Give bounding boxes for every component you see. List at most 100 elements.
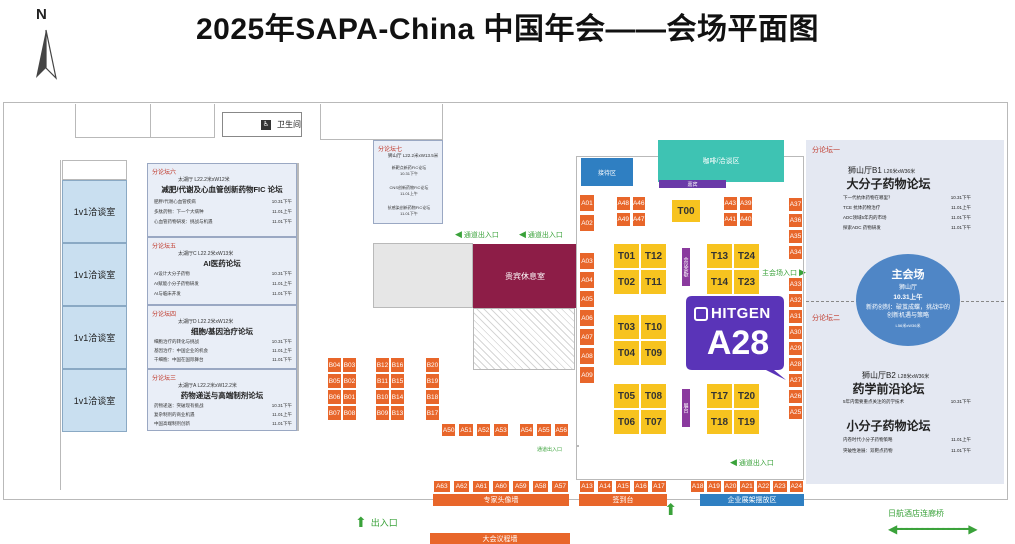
booth-A62[interactable]: A62 xyxy=(452,480,471,493)
booth-T18[interactable]: T18 xyxy=(706,409,733,435)
booth-A04[interactable]: A04 xyxy=(579,271,595,289)
booth-A21[interactable]: A21 xyxy=(739,480,755,493)
booth-A43[interactable]: A43 xyxy=(723,196,738,211)
booth-B16[interactable]: B16 xyxy=(390,357,405,373)
booth-A03[interactable]: A03 xyxy=(579,252,595,270)
booth-A29[interactable]: A29 xyxy=(788,341,803,356)
booth-B19[interactable]: B19 xyxy=(425,373,440,389)
sign-in-desk[interactable]: 签到台 xyxy=(579,494,667,506)
hotel-bridge[interactable]: 日航酒店连廊桥 xyxy=(888,509,944,518)
booth-B11[interactable]: B11 xyxy=(375,373,390,389)
booth-T24[interactable]: T24 xyxy=(733,243,760,269)
booth-A28[interactable]: A28 xyxy=(788,357,803,372)
booth-B18[interactable]: B18 xyxy=(425,389,440,405)
booth-A26[interactable]: A26 xyxy=(788,389,803,404)
booth-B17[interactable]: B17 xyxy=(425,405,440,421)
booth-B13[interactable]: B13 xyxy=(390,405,405,421)
booth-A30[interactable]: A30 xyxy=(788,325,803,340)
booth-B03[interactable]: B03 xyxy=(342,357,357,373)
booth-B06[interactable]: B06 xyxy=(327,389,342,405)
booth-A09[interactable]: A09 xyxy=(579,366,595,384)
booth-B05[interactable]: B05 xyxy=(327,373,342,389)
booth-T12[interactable]: T12 xyxy=(640,243,667,269)
booth-A58[interactable]: A58 xyxy=(531,480,550,493)
booth-A37[interactable]: A37 xyxy=(788,197,803,212)
booth-A15[interactable]: A15 xyxy=(615,480,631,493)
booth-A31[interactable]: A31 xyxy=(788,309,803,324)
booth-T04[interactable]: T04 xyxy=(613,340,640,366)
booth-A14[interactable]: A14 xyxy=(597,480,613,493)
booth-T00[interactable]: T00 xyxy=(671,199,701,223)
booth-A27[interactable]: A27 xyxy=(788,373,803,388)
booth-A54[interactable]: A54 xyxy=(518,423,535,437)
booth-T01[interactable]: T01 xyxy=(613,243,640,269)
booth-T10[interactable]: T10 xyxy=(640,314,667,340)
booth-A25[interactable]: A25 xyxy=(788,405,803,420)
booth-B09[interactable]: B09 xyxy=(375,405,390,421)
booth-T05[interactable]: T05 xyxy=(613,383,640,409)
booth-A22[interactable]: A22 xyxy=(755,480,772,493)
booth-A63[interactable]: A63 xyxy=(433,480,451,493)
booth-B10[interactable]: B10 xyxy=(375,389,390,405)
booth-A60[interactable]: A60 xyxy=(492,480,510,493)
booth-T03[interactable]: T03 xyxy=(613,314,640,340)
booth-A08[interactable]: A08 xyxy=(579,347,595,365)
booth-A13[interactable]: A13 xyxy=(579,480,595,493)
booth-A18[interactable]: A18 xyxy=(690,480,706,493)
booth-A41[interactable]: A41 xyxy=(723,212,738,227)
booth-A02[interactable]: A02 xyxy=(579,214,595,232)
booth-A24[interactable]: A24 xyxy=(788,480,804,493)
booth-A05[interactable]: A05 xyxy=(579,290,595,308)
booth-A46[interactable]: A46 xyxy=(631,196,646,211)
booth-B12[interactable]: B12 xyxy=(375,357,390,373)
booth-A17[interactable]: A17 xyxy=(651,480,667,493)
booth-B07[interactable]: B07 xyxy=(327,405,342,421)
booth-A59[interactable]: A59 xyxy=(511,480,530,493)
booth-T02[interactable]: T02 xyxy=(613,269,640,295)
booth-A33[interactable]: A33 xyxy=(788,277,803,292)
booth-A32[interactable]: A32 xyxy=(788,293,803,308)
booth-A20[interactable]: A20 xyxy=(722,480,739,493)
main-venue[interactable]: 主会场 狮山厅 10.31上午 新药创制：破茧成蝶，挑战中的创新机遇与策略 L5… xyxy=(856,254,960,346)
booth-A61[interactable]: A61 xyxy=(472,480,491,493)
booth-A51[interactable]: A51 xyxy=(458,423,474,437)
booth-A23[interactable]: A23 xyxy=(772,480,788,493)
booth-A49[interactable]: A49 xyxy=(616,212,631,227)
booth-T09[interactable]: T09 xyxy=(640,340,667,366)
booth-A01[interactable]: A01 xyxy=(579,194,595,212)
booth-T19[interactable]: T19 xyxy=(733,409,760,435)
booth-A52[interactable]: A52 xyxy=(475,423,492,437)
main-exit[interactable]: ⬆ 出入口 xyxy=(355,514,398,530)
booth-B15[interactable]: B15 xyxy=(390,373,405,389)
booth-B02[interactable]: B02 xyxy=(342,373,357,389)
booth-B08[interactable]: B08 xyxy=(342,405,357,421)
booth-A53[interactable]: A53 xyxy=(493,423,509,437)
hitgen-booth-number[interactable]: A28 xyxy=(706,324,770,362)
booth-A07[interactable]: A07 xyxy=(579,328,595,346)
booth-A47[interactable]: A47 xyxy=(631,212,646,227)
booth-A40[interactable]: A40 xyxy=(738,212,753,227)
booth-T23[interactable]: T23 xyxy=(733,269,760,295)
booth-B04[interactable]: B04 xyxy=(327,357,342,373)
booth-T14[interactable]: T14 xyxy=(706,269,733,295)
booth-A57[interactable]: A57 xyxy=(551,480,570,493)
booth-T17[interactable]: T17 xyxy=(706,383,733,409)
booth-A35[interactable]: A35 xyxy=(788,229,803,244)
booth-T06[interactable]: T06 xyxy=(613,409,640,435)
booth-B20[interactable]: B20 xyxy=(425,357,440,373)
booth-A48[interactable]: A48 xyxy=(616,196,631,211)
booth-A50[interactable]: A50 xyxy=(441,423,457,437)
booth-T13[interactable]: T13 xyxy=(706,243,733,269)
booth-A55[interactable]: A55 xyxy=(536,423,552,437)
booth-A19[interactable]: A19 xyxy=(706,480,722,493)
booth-T11[interactable]: T11 xyxy=(640,269,667,295)
booth-A39[interactable]: A39 xyxy=(738,196,753,211)
booth-A36[interactable]: A36 xyxy=(788,213,803,228)
booth-A56[interactable]: A56 xyxy=(553,423,569,437)
booth-B01[interactable]: B01 xyxy=(342,389,357,405)
booth-T20[interactable]: T20 xyxy=(733,383,760,409)
booth-A34[interactable]: A34 xyxy=(788,245,803,260)
booth-T07[interactable]: T07 xyxy=(640,409,667,435)
booth-A16[interactable]: A16 xyxy=(633,480,649,493)
booth-B14[interactable]: B14 xyxy=(390,389,405,405)
